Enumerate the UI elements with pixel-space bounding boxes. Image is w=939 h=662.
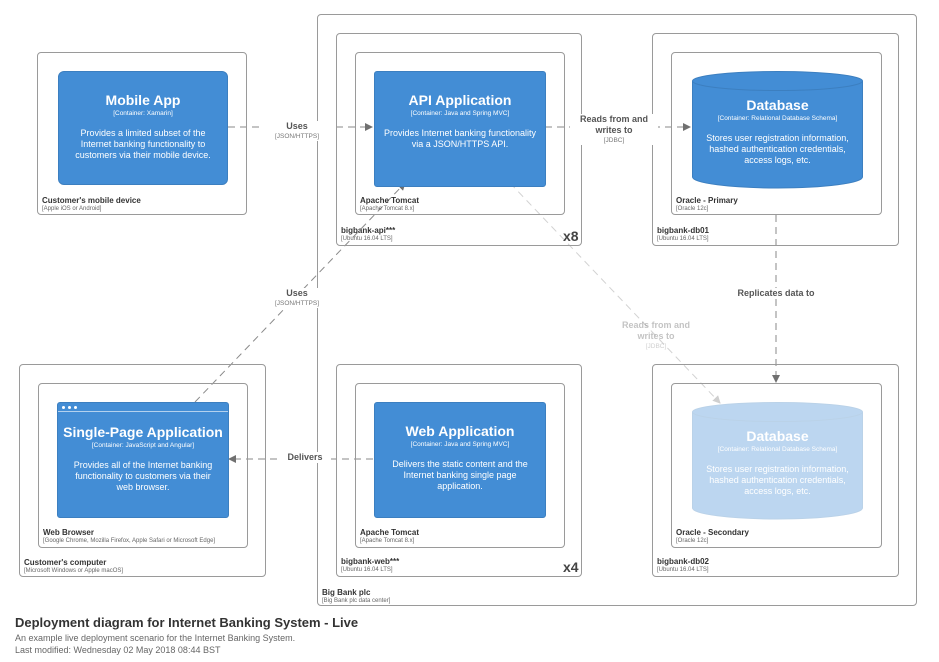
container-technology: [Container: Relational Database Schema] [717,446,838,453]
node-oracle-primary: Oracle - Primary [Oracle 12c] Database [… [671,52,882,215]
instance-multiplicity: x8 [563,228,579,244]
browser-window-bar [58,403,228,412]
container-name: Single-Page Application [63,424,223,440]
container-name: Database [746,97,809,113]
node-title: Apache Tomcat [360,196,419,205]
edge-label-api-reads: Reads from and writes to [JDBC] [570,114,658,145]
database-cylinder-icon [692,71,863,189]
node-subtitle: [Google Chrome, Mozilla Firefox, Apple S… [43,538,216,544]
node-mobile-device: Customer's mobile device [Apple iOS or A… [37,52,247,215]
container-description: Stores user registration information, ha… [706,464,849,496]
node-oracle-secondary: Oracle - Secondary [Oracle 12c] Database… [671,383,882,548]
container-technology: [Container: Java and Spring MVC] [410,441,510,448]
node-big-bank: Big Bank plc [Big Bank plc data center] [317,14,917,606]
edge-label-technology: [JSON/HTTPS] [274,133,320,140]
database-cylinder-icon [692,402,863,520]
edge-label-technology: [JDBC] [603,137,625,144]
node-subtitle: [Apache Tomcat 8.x] [360,206,415,212]
node-title: Web Browser [43,528,94,537]
container-description: Provides all of the Internet banking fun… [73,460,213,492]
last-modified: Last modified: Wednesday 02 May 2018 08:… [15,645,221,655]
node-title: bigbank-db01 [657,226,710,235]
container-name: API Application [408,92,512,108]
node-subtitle: [Oracle 12c] [676,206,709,212]
node-subtitle: [Apple iOS or Android] [42,206,102,212]
edge-label-api-reads-secondary: Reads from and writes to [JDBC] [612,320,700,351]
node-subtitle: [Ubuntu 16.04 LTS] [341,567,393,573]
browser-dot-icon [68,405,71,409]
node-title: Oracle - Secondary [676,528,749,537]
node-bigbank-api: bigbank-api*** [Ubuntu 16.04 LTS] x8 Apa… [336,33,582,246]
edge-label-technology: [JDBC] [645,343,667,350]
edge-label-text: Reads from and writes to [621,320,690,341]
container-database-secondary[interactable]: Database [Container: Relational Database… [692,402,863,520]
node-title: Customer's mobile device [42,196,141,205]
node-subtitle: [Apache Tomcat 8.x] [360,538,415,544]
node-api-tomcat: Apache Tomcat [Apache Tomcat 8.x] API Ap… [355,52,565,215]
browser-dot-icon [62,405,65,409]
node-subtitle: [Oracle 12c] [676,538,709,544]
node-title: bigbank-web*** [341,557,400,566]
container-name: Database [746,428,809,444]
node-title: Oracle - Primary [676,196,738,205]
node-subtitle: [Ubuntu 16.04 LTS] [657,236,709,242]
container-description: Provides Internet banking functionality … [383,128,537,149]
edge-label-mobile-uses: Uses [JSON/HTTPS] [262,121,332,141]
container-technology: [Container: Xamarin] [113,110,173,117]
container-technology: [Container: Java and Spring MVC] [410,110,510,117]
node-title: bigbank-api*** [341,226,396,235]
node-subtitle: [Big Bank plc data center] [322,598,391,604]
container-name: Mobile App [105,92,181,108]
diagram-subtitle: An example live deployment scenario for … [15,633,296,643]
container-description: Delivers the static content and the Inte… [392,459,528,491]
edge-label-text: Delivers [287,452,323,462]
edge-label-spa-uses: Uses [JSON/HTTPS] [262,288,332,308]
node-title: Apache Tomcat [360,528,419,537]
node-bigbank-db02: bigbank-db02 [Ubuntu 16.04 LTS] Oracle -… [652,364,899,577]
edge-label-delivers: Delivers [279,452,331,463]
edge-label-text: Replicates data to [737,288,815,298]
node-title: bigbank-db02 [657,557,710,566]
container-api-application[interactable]: API Application [Container: Java and Spr… [374,71,546,187]
edge-label-technology: [JSON/HTTPS] [274,300,320,307]
container-description: Provides a limited subset of the Interne… [75,128,211,160]
container-technology: [Container: Relational Database Schema] [717,115,838,122]
container-technology: [Container: JavaScript and Angular] [91,442,195,449]
node-title: Customer's computer [24,558,107,567]
node-web-tomcat: Apache Tomcat [Apache Tomcat 8.x] Web Ap… [355,383,565,548]
node-title: Big Bank plc [322,588,371,597]
node-web-browser: Web Browser [Google Chrome, Mozilla Fire… [38,383,248,548]
node-subtitle: [Microsoft Windows or Apple macOS] [24,568,124,574]
edge-label-text: Uses [286,121,308,131]
browser-dot-icon [74,405,77,409]
container-web-application[interactable]: Web Application [Container: Java and Spr… [374,402,546,518]
instance-multiplicity: x4 [563,559,579,575]
container-description: Stores user registration information, ha… [706,133,849,165]
diagram-title: Deployment diagram for Internet Banking … [15,615,359,630]
node-bigbank-web: bigbank-web*** [Ubuntu 16.04 LTS] x4 Apa… [336,364,582,577]
node-bigbank-db01: bigbank-db01 [Ubuntu 16.04 LTS] Oracle -… [652,33,899,246]
container-mobile-app[interactable]: Mobile App [Container: Xamarin] Provides… [58,71,228,185]
node-customer-computer: Customer's computer [Microsoft Windows o… [19,364,266,577]
container-single-page-application[interactable]: Single-Page Application [Container: Java… [57,402,229,518]
node-subtitle: [Ubuntu 16.04 LTS] [657,567,709,573]
container-database-primary[interactable]: Database [Container: Relational Database… [692,71,863,189]
edge-label-replicates: Replicates data to [727,288,825,299]
edge-label-text: Reads from and writes to [579,114,648,135]
container-name: Web Application [405,423,515,439]
edge-label-text: Uses [286,288,308,298]
node-subtitle: [Ubuntu 16.04 LTS] [341,236,393,242]
